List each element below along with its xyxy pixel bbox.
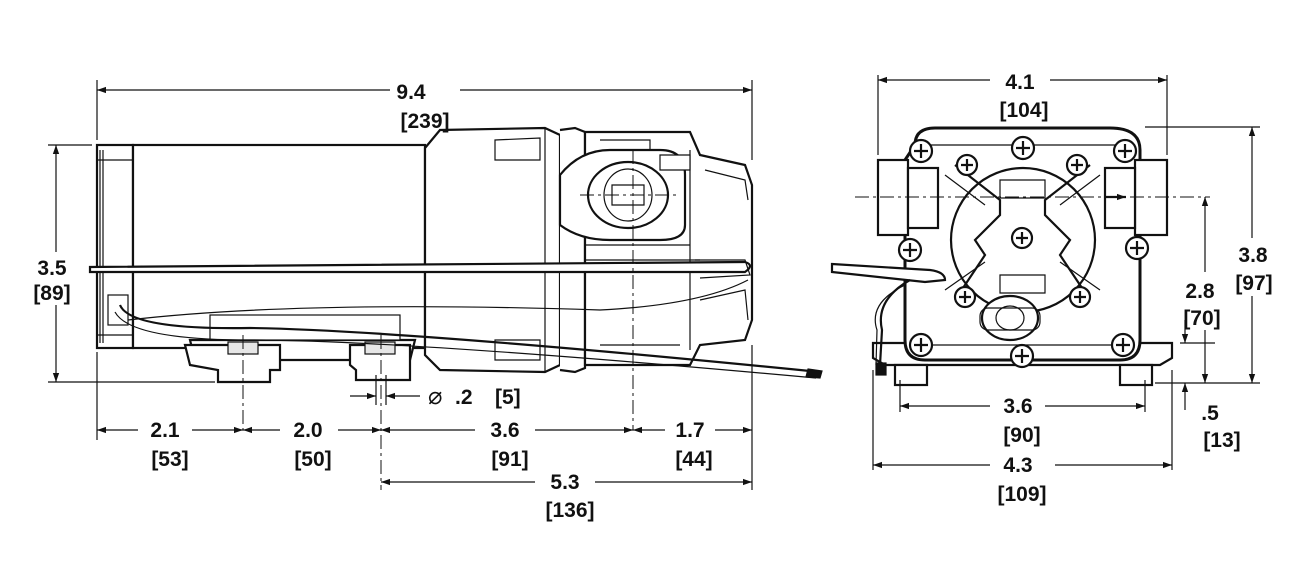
screw-icon xyxy=(897,237,923,263)
dim-mount-hole-span: 3.6 [90] xyxy=(900,395,1145,447)
dim-port-span-in: 4.1 xyxy=(1005,71,1035,94)
dim-side-height: 3.5 [89] xyxy=(33,145,71,382)
dim-port-span: 4.1 [104] xyxy=(878,71,1167,122)
dim-motor-end-to-foot-mm: [53] xyxy=(151,448,188,471)
dim-foot-to-end-in: 5.3 xyxy=(550,471,579,494)
dim-end-height-mm: [97] xyxy=(1235,272,1272,295)
dim-hole-diameter-mm: [5] xyxy=(495,386,521,409)
dim-base-width-mm: [109] xyxy=(997,483,1046,506)
dim-mount-hole-span-mm: [90] xyxy=(1003,424,1040,447)
dim-mount-hole-span-in: 3.6 xyxy=(1003,395,1032,418)
side-view: 9.4 [239] 3.5 [89] 2.1 [53] 2.0 [50] xyxy=(33,80,823,522)
dim-port-height: 2.8 [70] xyxy=(1183,197,1221,383)
dim-port-height-mm: [70] xyxy=(1183,307,1220,330)
dim-foot-to-foot-mm: [50] xyxy=(294,448,331,471)
dim-side-height-mm: [89] xyxy=(33,282,70,305)
screw-icon xyxy=(955,153,979,177)
dim-foot-to-end: 5.3 [136] xyxy=(381,471,752,522)
dim-foot-to-port-mm: [91] xyxy=(491,448,528,471)
dim-base-thickness: .5 [13] xyxy=(1181,320,1241,452)
screw-icon xyxy=(953,285,977,309)
screw-icon xyxy=(1110,332,1136,358)
side-extension-lines xyxy=(96,80,753,490)
dim-side-height-in: 3.5 xyxy=(37,257,67,280)
dim-foot-to-foot-in: 2.0 xyxy=(293,419,322,442)
dim-foot-to-foot: 2.0 [50] xyxy=(243,419,381,471)
screw-icon xyxy=(1009,343,1035,369)
end-screws xyxy=(897,135,1150,369)
screw-icon xyxy=(1112,138,1138,164)
lead-wire xyxy=(88,259,823,379)
dim-end-height-in: 3.8 xyxy=(1238,244,1268,267)
dim-port-to-end-in: 1.7 xyxy=(675,419,704,442)
pump-housing xyxy=(423,126,754,374)
dim-overall-length-mm: [239] xyxy=(400,110,449,133)
screw-icon xyxy=(908,332,934,358)
dim-hole-diameter-in: .2 xyxy=(455,386,473,409)
dim-foot-to-port: 3.6 [91] xyxy=(381,419,633,471)
dim-port-height-in: 2.8 xyxy=(1185,280,1215,303)
dim-overall-length-in: 9.4 xyxy=(396,81,426,104)
dim-base-width: 4.3 [109] xyxy=(873,454,1172,506)
dim-hole-diameter-symbol: ⌀ xyxy=(428,383,442,410)
end-extension-lines xyxy=(872,75,1173,470)
end-height-extension-lines xyxy=(1145,126,1260,384)
dim-base-thickness-mm: [13] xyxy=(1203,429,1240,452)
dim-port-to-end-mm: [44] xyxy=(675,448,712,471)
dim-hole-diameter: ⌀ .2 [5] xyxy=(350,383,521,410)
dim-base-width-in: 4.3 xyxy=(1003,454,1032,477)
screw-icon xyxy=(908,138,934,164)
dim-base-thickness-in: .5 xyxy=(1201,402,1219,425)
dim-foot-to-port-in: 3.6 xyxy=(490,419,519,442)
dim-port-span-mm: [104] xyxy=(999,99,1048,122)
dim-motor-end-to-foot-in: 2.1 xyxy=(150,419,180,442)
dim-port-to-end: 1.7 [44] xyxy=(633,419,752,471)
end-lead-wire xyxy=(830,262,947,376)
dim-foot-to-end-mm: [136] xyxy=(545,499,594,522)
screw-icon xyxy=(1068,285,1092,309)
end-view: 4.1 [104] 3.8 [97] 2.8 [70] 3.6 [90] xyxy=(830,71,1273,506)
screw-icon xyxy=(1065,153,1089,177)
mounting-feet xyxy=(183,314,417,384)
screw-icon xyxy=(1010,135,1036,161)
motor-end-cap xyxy=(95,143,135,350)
screw-icon xyxy=(1010,226,1034,250)
dim-end-height: 3.8 [97] xyxy=(1235,127,1273,383)
dim-overall-length: 9.4 [239] xyxy=(97,81,752,133)
screw-icon xyxy=(1124,235,1150,261)
dim-motor-end-to-foot: 2.1 [53] xyxy=(97,419,243,471)
